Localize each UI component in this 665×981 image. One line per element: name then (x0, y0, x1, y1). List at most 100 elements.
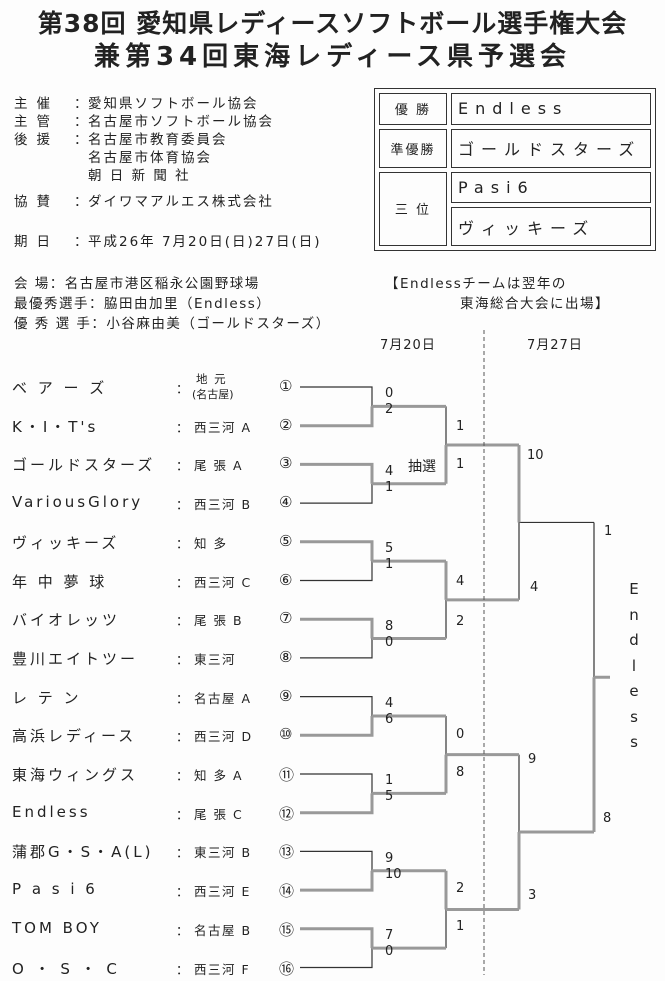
team-name: 豊川エイトツー (12, 649, 139, 668)
team-region: 東三河 (194, 651, 237, 667)
champion-letter: E (629, 580, 639, 598)
champion-team: Endless (451, 93, 651, 125)
runner-up-team: ゴールドスターズ (451, 128, 651, 168)
team-region: 西三河 D (194, 729, 253, 745)
results-table: 優 勝 Endless 準優勝 ゴールドスターズ 三 位 Pasi6 ヴィッキー… (375, 89, 655, 250)
organizer-row: 後援：名古屋市教育委員会 (14, 128, 228, 148)
tournament-title: 第38回 愛知県レディースソフトボール選手権大会 (37, 9, 628, 38)
team-region-sub: (名古屋) (192, 388, 234, 401)
bracket-line (300, 617, 374, 639)
organizer-value: 愛知県ソフトボール協会 (88, 96, 259, 112)
score-label: 8 (385, 618, 394, 634)
team-number: ④ (279, 493, 294, 512)
organizer-row: 協賛：ダイワマアルエス株式会社 (14, 190, 274, 210)
team-separator: ： (176, 497, 191, 513)
team-name: バイオレッツ (12, 611, 121, 630)
team-separator: ： (176, 961, 191, 977)
organizer-row: 主管：名古屋市ソフトボール協会 (14, 110, 274, 130)
score-label: 6 (385, 711, 394, 727)
score-label: 2 (456, 881, 465, 897)
score-label: 1 (456, 419, 465, 435)
champion-letter: e (629, 682, 639, 700)
organizer-label: 主管 (14, 114, 59, 130)
score-label: 5 (385, 789, 394, 805)
organizer-sep: ： (74, 96, 90, 112)
organizer-value: 名古屋市体育協会 (88, 150, 212, 166)
score-label: 1 (604, 524, 613, 539)
bracket-line (300, 462, 374, 484)
team-name: 東海ウィングス (12, 766, 139, 784)
score-label: 8 (603, 811, 612, 826)
team-name: 年 中 夢 球 (12, 572, 108, 591)
team-name: ベ ア ー ズ (12, 379, 108, 397)
bracket-line (300, 715, 374, 737)
mvp: 最優秀選手：脇田由加里（Endless） (14, 296, 272, 312)
score-label: 2 (456, 613, 465, 629)
bracket-line (300, 927, 374, 949)
team-separator: ： (176, 845, 191, 861)
team-region: 西三河 C (194, 574, 252, 590)
date-round-1: 7月20日 (380, 338, 436, 353)
team-name: レ テ ン (12, 688, 82, 707)
team-name: VariousGlory (12, 493, 144, 512)
team-number: ① (279, 377, 294, 395)
team-separator: ： (176, 768, 191, 783)
venue: 会 場：名古屋市港区稲永公園野球場 (14, 276, 260, 292)
bracket-line (300, 870, 374, 892)
third-label: 三 位 (379, 171, 447, 246)
lottery-label: 抽選 (408, 459, 436, 475)
score-label: 0 (385, 634, 394, 650)
score-label: 0 (456, 726, 465, 742)
team-name: Endless (12, 802, 91, 821)
team-separator: ： (176, 458, 191, 474)
score-label: 0 (385, 944, 394, 960)
team-region: 西三河 E (194, 884, 251, 900)
team-region: 知 多 A (194, 768, 243, 783)
score-label: 1 (385, 479, 394, 495)
score-label: 1 (385, 557, 394, 573)
bracket-line (300, 696, 373, 716)
organizer-row: 名古屋市体育協会 (14, 146, 212, 166)
champion-letter: s (630, 707, 638, 726)
organizer-sep: ： (74, 114, 90, 130)
team-number: ⑧ (279, 647, 294, 666)
score-label: 10 (385, 866, 402, 882)
team-region: 地 元 (196, 372, 228, 386)
team-separator: ： (176, 419, 191, 435)
organizer-label: 期日 (14, 234, 59, 250)
bracket-line (300, 948, 373, 969)
team-number: ⑯ (279, 959, 296, 978)
organizer-value: 平成26年 7月20日(日)27日(日) (88, 234, 322, 250)
bracket-line (300, 561, 373, 582)
bracket-line (300, 638, 373, 659)
team-separator: ： (176, 651, 191, 667)
team-number: ⑨ (279, 686, 294, 705)
team-separator: ： (176, 922, 191, 938)
team-name: TOM BOY (12, 918, 102, 937)
note-line-2: 東海総合大会に出場】 (460, 296, 610, 312)
score-label: 4 (456, 573, 465, 589)
bracket-line (300, 540, 374, 562)
results-box: 優 勝 Endless 準優勝 ゴールドスターズ 三 位 Pasi6 ヴィッキー… (374, 88, 656, 251)
score-label: 3 (528, 888, 537, 903)
team-number: ⑤ (279, 531, 294, 550)
champion-label: 優 勝 (379, 93, 447, 125)
organizer-label: 後援 (14, 132, 59, 148)
score-label: 4 (385, 463, 394, 479)
score-label: 1 (456, 919, 465, 935)
organizer-value: 名古屋市教育委員会 (88, 132, 228, 148)
bracket-line (300, 793, 374, 815)
team-name: O ・ S ・ C (12, 959, 120, 978)
team-separator: ： (176, 574, 191, 590)
team-name: 高浜レディース (12, 727, 137, 746)
team-number: ⑦ (279, 609, 294, 628)
team-region: 尾 張 B (194, 613, 244, 629)
champion-letter: l (631, 656, 637, 675)
score-label: 10 (527, 448, 544, 463)
team-name: P a s i 6 (12, 880, 98, 899)
organizer-label: 主催 (14, 96, 59, 112)
third-team-1: Pasi6 (451, 171, 651, 203)
score-label: 2 (385, 402, 394, 418)
organizer-value: 朝 日 新 聞 社 (88, 168, 191, 184)
team-number: ⑩ (279, 725, 294, 744)
